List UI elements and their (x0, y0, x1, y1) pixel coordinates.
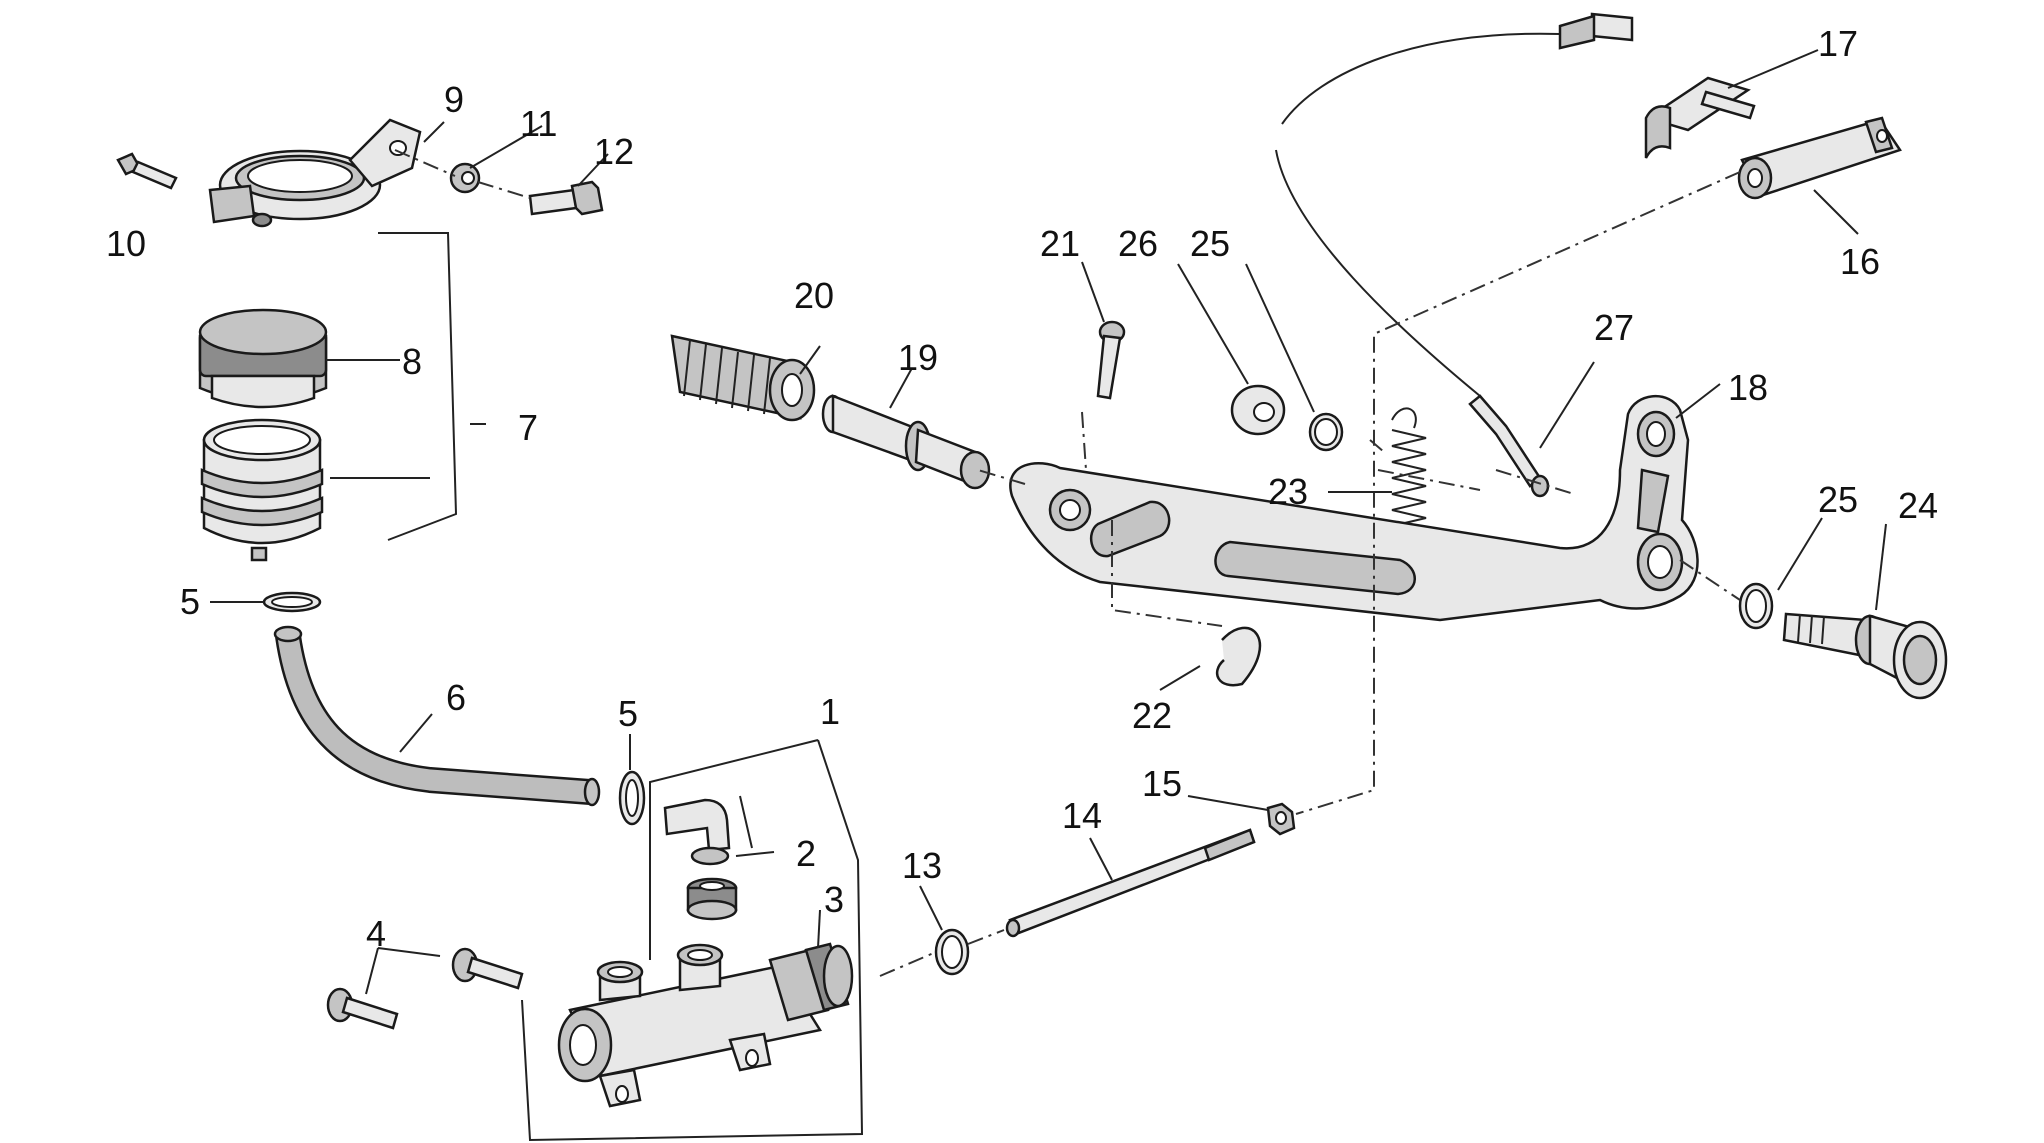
part-washer-11 (449, 162, 481, 194)
callout-4: 4 (366, 913, 386, 954)
callout-20: 20 (794, 275, 834, 316)
callout-16: 16 (1840, 241, 1880, 282)
callout-17: 17 (1818, 23, 1858, 64)
part-pivot-bolt-24 (1782, 612, 1948, 700)
callout-15: 15 (1142, 763, 1182, 804)
callout-5-top: 5 (180, 581, 200, 622)
part-o-ring-13 (934, 928, 970, 976)
callout-labels: 1 2 3 4 5 5 6 7 8 9 10 11 12 13 14 15 16… (106, 23, 1938, 954)
callout-2: 2 (796, 833, 816, 874)
callout-8: 8 (402, 341, 422, 382)
callout-10: 10 (106, 223, 146, 264)
callout-25-upper: 25 (1190, 223, 1230, 264)
part-hose-clip-5-top (262, 591, 322, 613)
callout-12: 12 (594, 131, 634, 172)
callout-27: 27 (1594, 307, 1634, 348)
part-bolt-12 (528, 180, 604, 216)
part-push-rod-14 (1005, 828, 1256, 938)
callout-19: 19 (898, 337, 938, 378)
part-clevis-fork-16 (1737, 116, 1902, 200)
callout-7: 7 (518, 407, 538, 448)
callout-26: 26 (1118, 223, 1158, 264)
part-screw-21 (1096, 320, 1126, 400)
part-master-cylinder-3 (557, 942, 854, 1108)
callout-22: 22 (1132, 695, 1172, 736)
part-switch-cable-27 (1275, 12, 1634, 498)
part-pedal-peg-19 (821, 394, 991, 490)
callout-11: 11 (520, 103, 557, 144)
part-o-ring-25-lower (1738, 582, 1774, 630)
callout-24: 24 (1898, 485, 1938, 526)
part-elbow-fitting-2 (663, 798, 738, 921)
leader-lines (210, 49, 1887, 1142)
callout-1: 1 (820, 691, 840, 732)
callout-5-lower: 5 (618, 693, 638, 734)
part-reservoir-7 (200, 418, 324, 562)
part-hose-6 (273, 625, 601, 807)
callout-25-lower: 25 (1818, 479, 1858, 520)
callout-3: 3 (824, 879, 844, 920)
callout-9: 9 (444, 79, 464, 120)
part-screws-4 (326, 947, 524, 1030)
part-nut-15 (1266, 802, 1296, 836)
callout-21: 21 (1040, 223, 1080, 264)
part-clamp-bracket-9 (208, 118, 422, 228)
callout-14: 14 (1062, 795, 1102, 836)
part-screw-10 (116, 152, 178, 190)
center-lines (394, 149, 1741, 977)
part-washer-26 (1230, 384, 1286, 436)
part-clevis-clip-17 (1644, 76, 1756, 159)
part-circlip-22 (1215, 626, 1262, 687)
part-hose-clip-5-lower (618, 770, 646, 826)
callout-13: 13 (902, 845, 942, 886)
part-o-ring-25-upper (1308, 412, 1344, 452)
part-pedal-rubber-20 (670, 334, 816, 422)
part-pedal-lever-18 (1009, 394, 1699, 622)
callout-23: 23 (1268, 471, 1308, 512)
part-reservoir-cap-8 (198, 308, 328, 409)
callout-18: 18 (1728, 367, 1768, 408)
callout-6: 6 (446, 677, 466, 718)
